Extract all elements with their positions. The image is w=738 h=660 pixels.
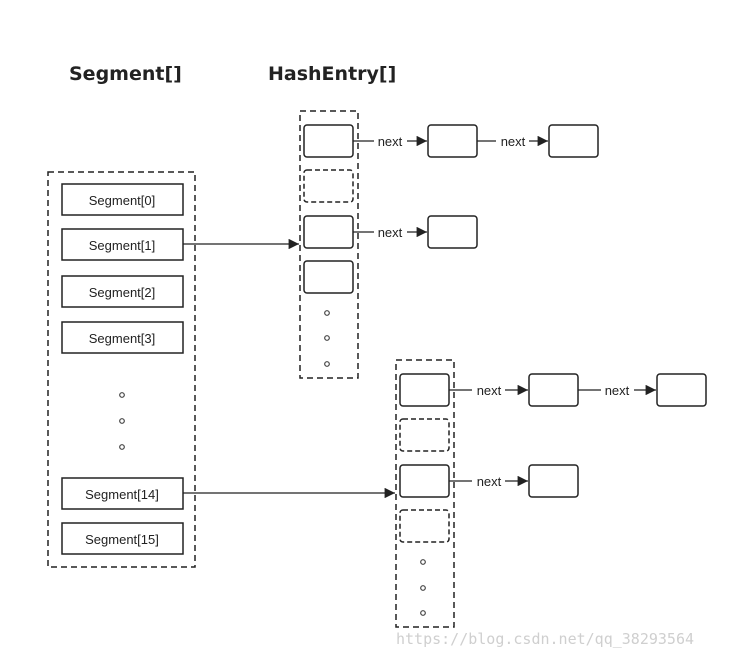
segment-array-title: Segment[]: [69, 63, 182, 85]
hashentry-lower-1-empty: [399, 418, 450, 452]
segment-3: Segment[3]: [61, 321, 184, 354]
hashentry-upper-1-empty: [303, 169, 354, 203]
next-label-bg: [496, 133, 529, 149]
next-label: next: [501, 134, 526, 149]
next-label-bg: [472, 382, 505, 398]
hashentry-upper-ellipsis: [324, 310, 330, 367]
next-label-bg: [601, 382, 634, 398]
segment-1-label: Segment[1]: [89, 238, 156, 253]
segment-0-label: Segment[0]: [89, 193, 156, 208]
segment-14: Segment[14]: [61, 477, 184, 510]
next-label: next: [605, 383, 630, 398]
watermark: https://blog.csdn.net/qq_38293564: [396, 630, 694, 648]
next-label-bg: [374, 133, 407, 149]
hashentry-array-title: HashEntry[]: [268, 63, 396, 85]
next-label: next: [477, 474, 502, 489]
next-label-bg: [472, 473, 505, 489]
chain-node-l1-1: [528, 373, 579, 407]
next-label: next: [378, 134, 403, 149]
segment-15-label: Segment[15]: [85, 532, 159, 547]
hashentry-upper-3: [303, 260, 354, 294]
next-label: next: [378, 225, 403, 240]
chain-node-l1-2: [656, 373, 707, 407]
hashentry-upper-2: [303, 215, 354, 249]
segment-2-label: Segment[2]: [89, 285, 156, 300]
chain-node-u3-1: [427, 215, 478, 249]
hashentry-lower-2: [399, 464, 450, 498]
hashentry-lower-ellipsis: [420, 559, 426, 616]
chain-node-l3-1: [528, 464, 579, 498]
hashentry-upper-0: [303, 124, 354, 158]
chain-node-u1-1: [427, 124, 478, 158]
segment-15: Segment[15]: [61, 522, 184, 555]
hashentry-lower-0: [399, 373, 450, 407]
segment-3-label: Segment[3]: [89, 331, 156, 346]
segment-ellipsis: [119, 392, 125, 450]
hashentry-lower-3-empty: [399, 509, 450, 543]
segment-1: Segment[1]: [61, 228, 184, 261]
next-label: next: [477, 383, 502, 398]
segment-14-label: Segment[14]: [85, 487, 159, 502]
next-label-bg: [374, 224, 407, 240]
segment-2: Segment[2]: [61, 275, 184, 308]
chain-node-u1-2: [548, 124, 599, 158]
segment-0: Segment[0]: [61, 183, 184, 216]
